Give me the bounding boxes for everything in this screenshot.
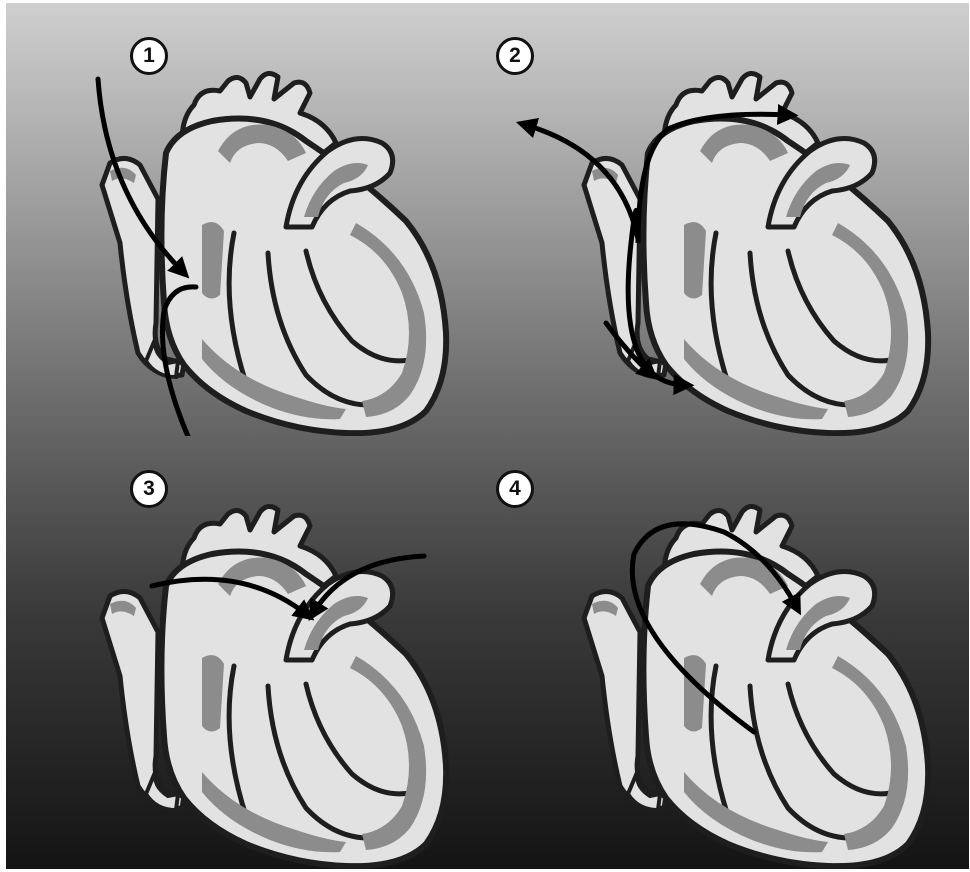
panel-step-2: 2: [488, 3, 969, 436]
heart-illustration-icon: [6, 3, 488, 436]
step-number-badge: 4: [496, 470, 534, 508]
step-number-badge: 3: [130, 470, 168, 508]
heart-illustration-icon: [488, 436, 969, 869]
panel-step-1: 1: [6, 3, 488, 436]
step-number-badge: 2: [496, 37, 534, 75]
panel-step-4: 4: [488, 436, 969, 869]
heart-illustration-icon: [6, 436, 488, 869]
step-number-badge: 1: [130, 37, 168, 75]
diagram-frame: 1 2 3 4: [6, 3, 969, 869]
panel-step-3: 3: [6, 436, 488, 869]
heart-illustration-icon: [488, 3, 969, 436]
